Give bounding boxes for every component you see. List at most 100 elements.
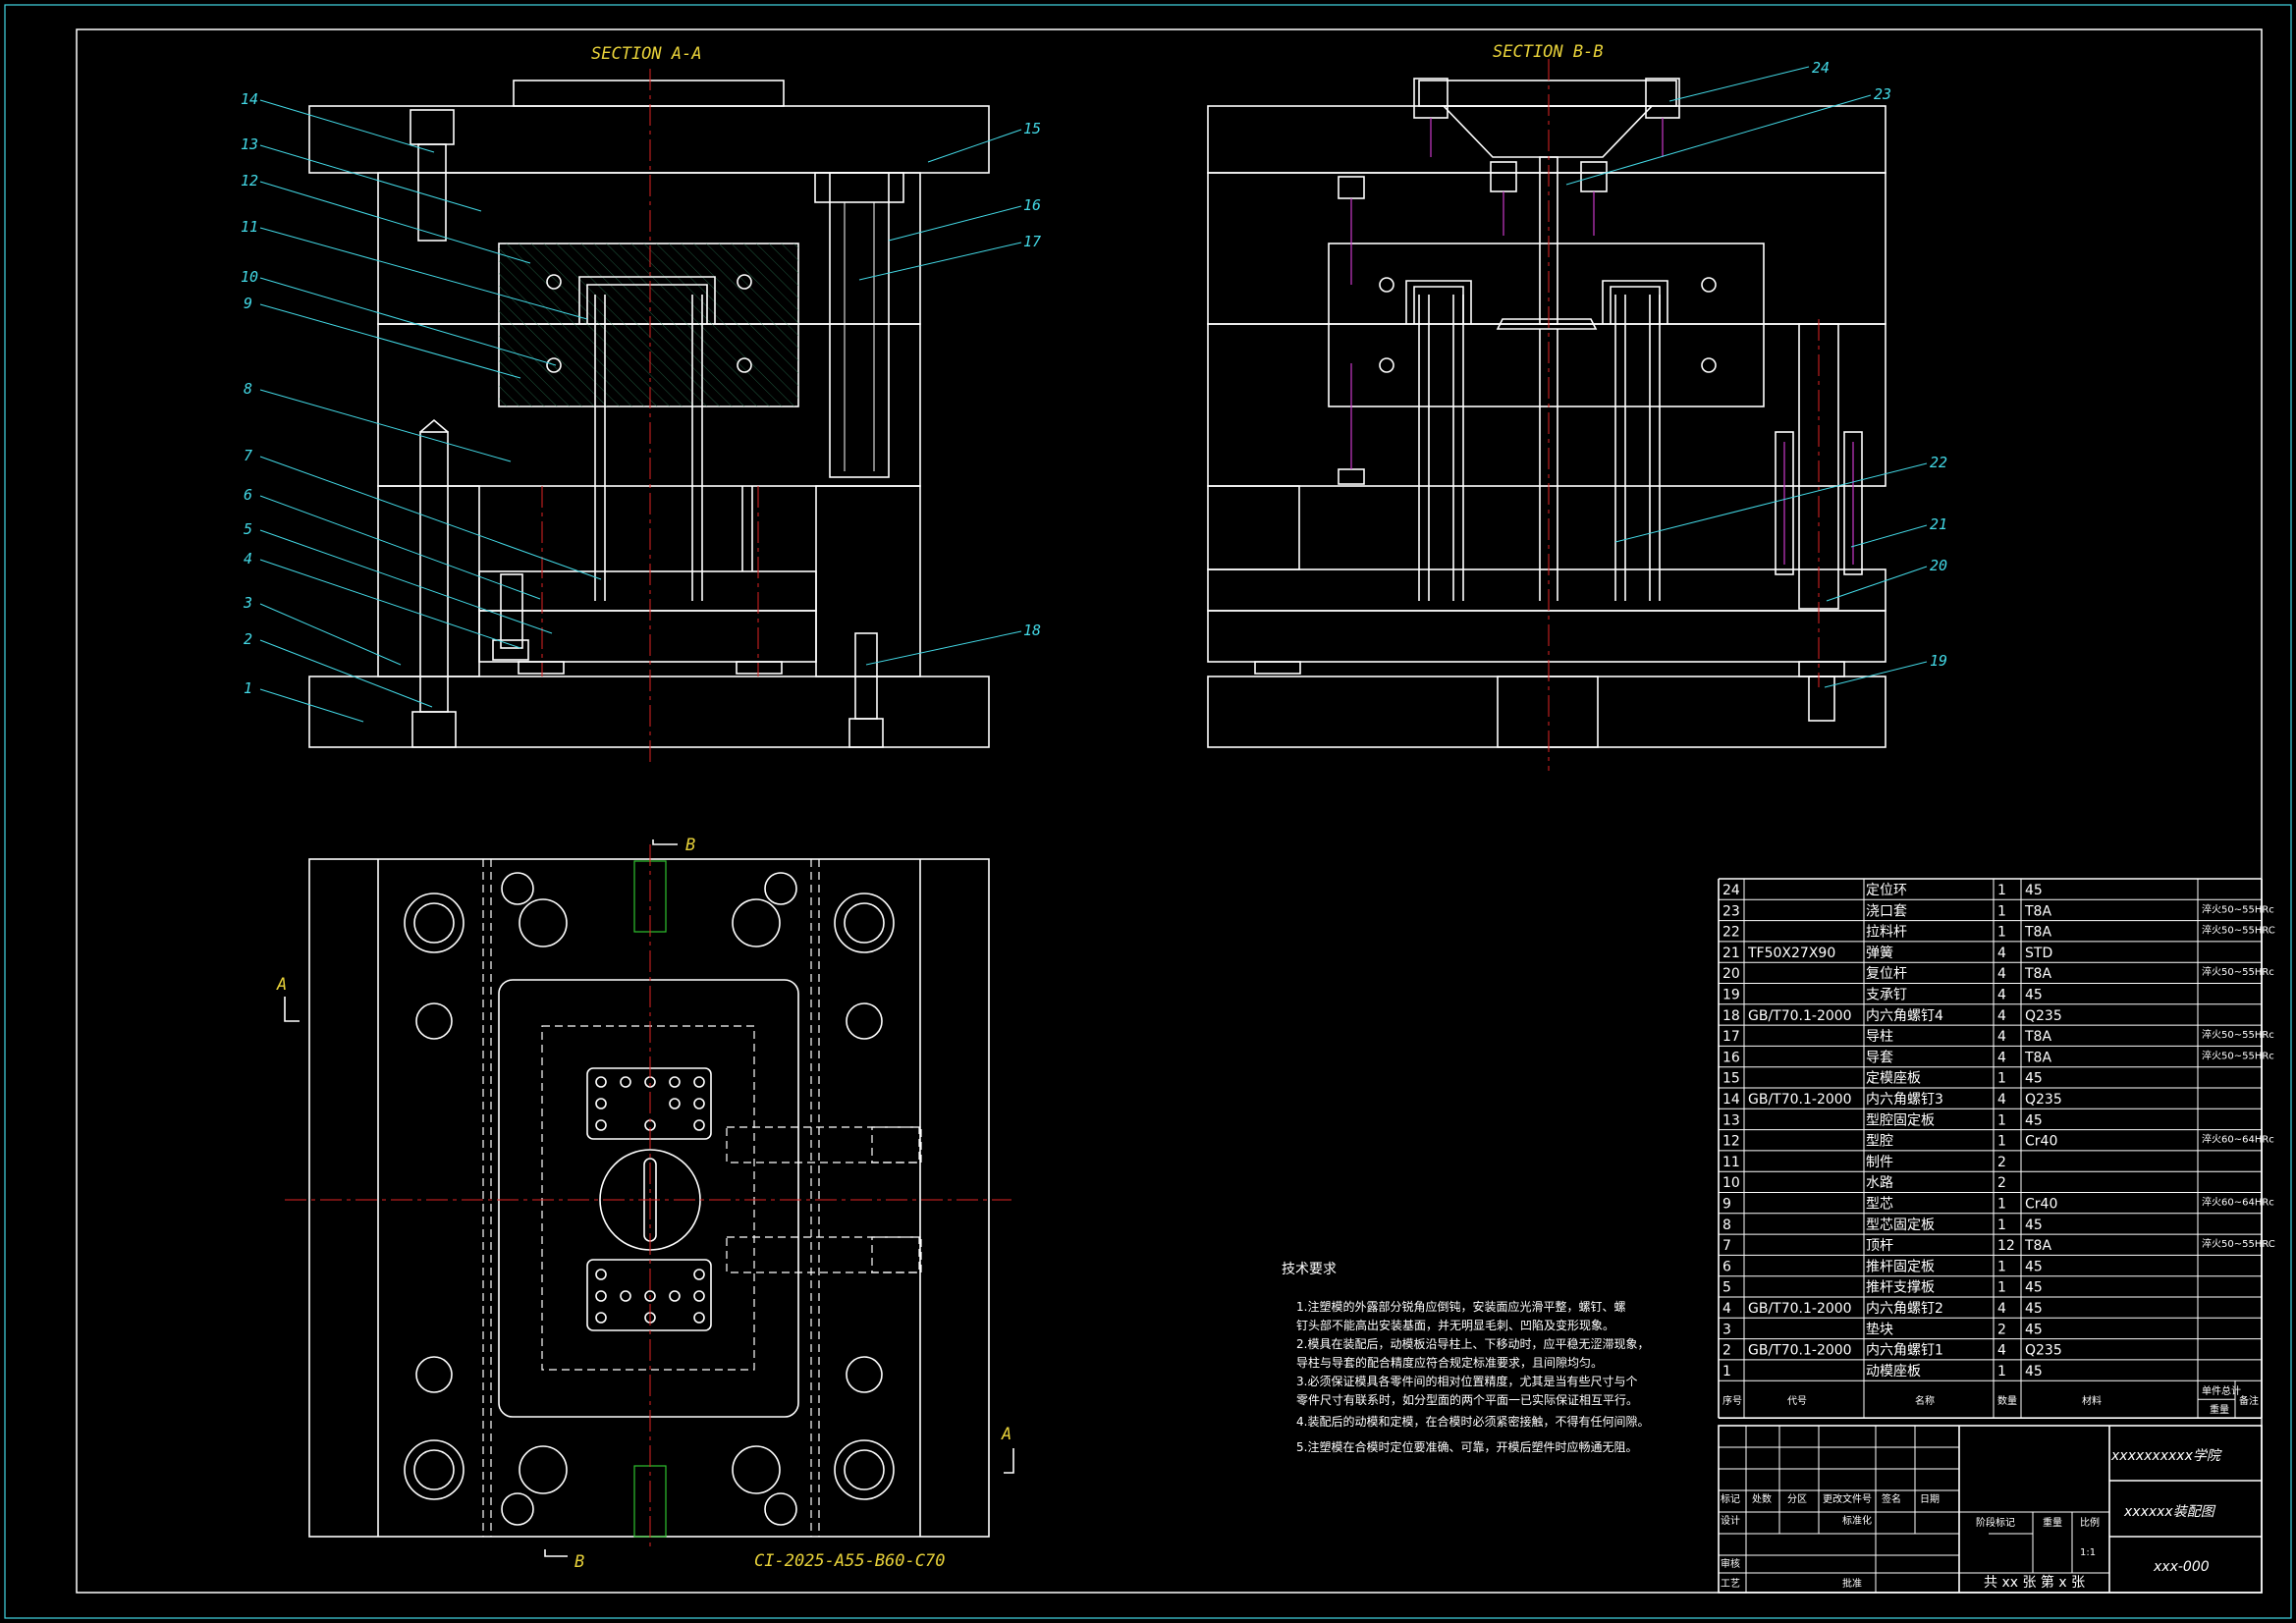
b-bottom-plate [1207, 676, 1886, 748]
a-screw-14 [410, 109, 455, 145]
bom-row-name: 推杆支撑板 [1866, 1280, 1935, 1296]
bom-row-name: 导柱 [1866, 1029, 1893, 1045]
bom-row-qty: 2 [1997, 1175, 2006, 1191]
plan-outline [308, 858, 990, 1538]
tb-label-change: 更改文件号 [1823, 1492, 1872, 1505]
bom-row-qty: 1 [1997, 903, 2006, 919]
callout-15: 15 [1023, 120, 1041, 137]
a-ejector-plate [478, 610, 817, 663]
req-line-4: 导柱与导套的配合精度应符合规定标准要求，且间隙均匀。 [1296, 1355, 1603, 1370]
bom-row-no: 7 [1722, 1238, 1731, 1254]
tb-label-review: 审核 [1721, 1557, 1740, 1570]
bom-row-note: 淬火50~55HRC [2202, 924, 2275, 937]
bom-row-qty: 4 [1997, 988, 2006, 1003]
bom-header-weight: 重量 [2210, 1403, 2229, 1416]
callout-13: 13 [241, 135, 258, 153]
a-bottom-plate [308, 676, 990, 748]
tb-label-standard: 标准化 [1842, 1514, 1872, 1527]
callout-19: 19 [1930, 652, 1947, 670]
tb-label-design: 设计 [1721, 1514, 1740, 1527]
section-mark-a-left: A [276, 975, 287, 995]
bom-row-no: 9 [1722, 1197, 1731, 1213]
req-line-7: 4.装配后的动模和定模，在合模时必须紧密接触，不得有任何间隙。 [1296, 1414, 1649, 1429]
bom-row-name: 动模座板 [1866, 1364, 1921, 1380]
bom-row-name: 型腔 [1866, 1134, 1893, 1150]
section-a-view: SECTION A-A [241, 44, 1041, 766]
bom-row-code: GB/T70.1-2000 [1748, 1343, 1852, 1359]
bom-row-name: 浇口套 [1866, 903, 1907, 919]
bom-row-name: 拉料杆 [1866, 925, 1907, 941]
requirements-title: 技术要求 [1282, 1262, 1337, 1277]
bom-row-qty: 1 [1997, 1280, 2006, 1296]
plan-cavity-block [498, 979, 799, 1418]
bom-row-name: 型腔固定板 [1866, 1112, 1935, 1128]
req-line-8: 5.注塑模在合模时定位要准确、可靠，开模后塑件时应畅通无阻。 [1296, 1439, 1637, 1454]
req-line-6: 零件尺寸有联系时，如分型面的两个平面一已实际保证相互平行。 [1296, 1392, 1638, 1407]
a-screw-2 [411, 711, 457, 748]
req-line-5: 3.必须保证模具各零件间的相对位置精度，尤其是当有些尺寸与个 [1296, 1374, 1637, 1388]
tb-label-approve: 批准 [1842, 1577, 1862, 1590]
bom-row-name: 内六角螺钉3 [1866, 1092, 1943, 1108]
bom-row-no: 4 [1722, 1301, 1731, 1317]
bom-row-no: 16 [1722, 1050, 1740, 1065]
bom-row-note: 淬火60~64HRc [2202, 1133, 2274, 1146]
bom-row-no: 5 [1722, 1280, 1731, 1296]
callout-16: 16 [1023, 196, 1041, 214]
a-molded-part [578, 276, 716, 324]
bom-row-name: 弹簧 [1866, 946, 1893, 961]
section-b-view: SECTION B-B [1207, 42, 1947, 771]
callout-12: 12 [241, 172, 258, 189]
tb-label-scale: 比例 [2080, 1516, 2100, 1529]
plan-cavity-bottom [586, 1259, 712, 1331]
bom-row-no: 20 [1722, 966, 1740, 982]
bom-row-note: 淬火50~55HRc [2202, 1028, 2274, 1041]
bom-row-material: Q235 [2025, 1343, 2062, 1359]
part-code: CI-2025-A55-B60-C70 [754, 1551, 945, 1571]
tb-label-process: 工艺 [1721, 1578, 1740, 1590]
bom-row-note: 淬火50~55HRc [2202, 1049, 2274, 1061]
bom-row-name: 复位杆 [1866, 965, 1907, 982]
bom-row-material: 45 [2025, 1364, 2043, 1380]
bom-row-no: 10 [1722, 1175, 1740, 1191]
bom-row-qty: 1 [1997, 1259, 2006, 1274]
bom-row-name: 垫块 [1866, 1322, 1893, 1337]
callout-5: 5 [244, 520, 252, 538]
callout-8: 8 [244, 380, 252, 398]
bom-header-unit: 单件 [2202, 1385, 2221, 1397]
bom-row-name: 内六角螺钉4 [1866, 1008, 1943, 1024]
a-spacer-left [377, 485, 480, 677]
bom-row-note: 淬火50~55HRC [2202, 1237, 2275, 1250]
bom-row-code: GB/T70.1-2000 [1748, 1008, 1852, 1024]
bom-row-no: 2 [1722, 1343, 1731, 1359]
bom-row-no: 8 [1722, 1217, 1731, 1233]
tb-scale: 1:1 [2080, 1547, 2096, 1558]
bom-row-material: T8A [2024, 1029, 2051, 1045]
bom-row-material: 45 [2025, 988, 2043, 1003]
bom-row-no: 19 [1722, 988, 1740, 1003]
bom-row-name: 内六角螺钉1 [1866, 1343, 1943, 1359]
title-block: 标记 处数 分区 更改文件号 签名 日期 设计 标准化 阶段标记 重量 比例 审… [1718, 1425, 2263, 1594]
b-spacer-left [1207, 485, 1300, 570]
technical-requirements: 技术要求 1.注塑模的外露部分锐角应倒钝，安装面应光滑平整，螺钉、螺 钉头部不能… [1282, 1262, 1649, 1454]
bom-row-name: 型芯 [1866, 1197, 1893, 1213]
bom-row-material: Cr40 [2025, 1197, 2057, 1213]
bom-row-name: 水路 [1866, 1175, 1893, 1191]
bom-row-qty: 4 [1997, 946, 2006, 961]
tb-label-sign: 签名 [1882, 1492, 1901, 1505]
bom-row-qty: 1 [1997, 1134, 2006, 1150]
inner-frame [76, 28, 2263, 1594]
callout-24: 24 [1812, 59, 1830, 77]
bom-row-no: 21 [1722, 946, 1740, 961]
bom-row-material: T8A [2024, 1050, 2051, 1065]
bom-row-note: 淬火50~55HRc [2202, 902, 2274, 915]
bom-row-qty: 4 [1997, 1301, 2006, 1317]
bom-row-qty: 12 [1997, 1238, 2015, 1254]
section-mark-b-top: B [685, 836, 695, 855]
bom-row-name: 支承钉 [1866, 988, 1907, 1003]
callout-1: 1 [244, 679, 252, 697]
bom-row-no: 22 [1722, 925, 1740, 941]
bom-header-note: 备注 [2239, 1394, 2259, 1407]
bom-row-code: TF50X27X90 [1747, 946, 1835, 961]
